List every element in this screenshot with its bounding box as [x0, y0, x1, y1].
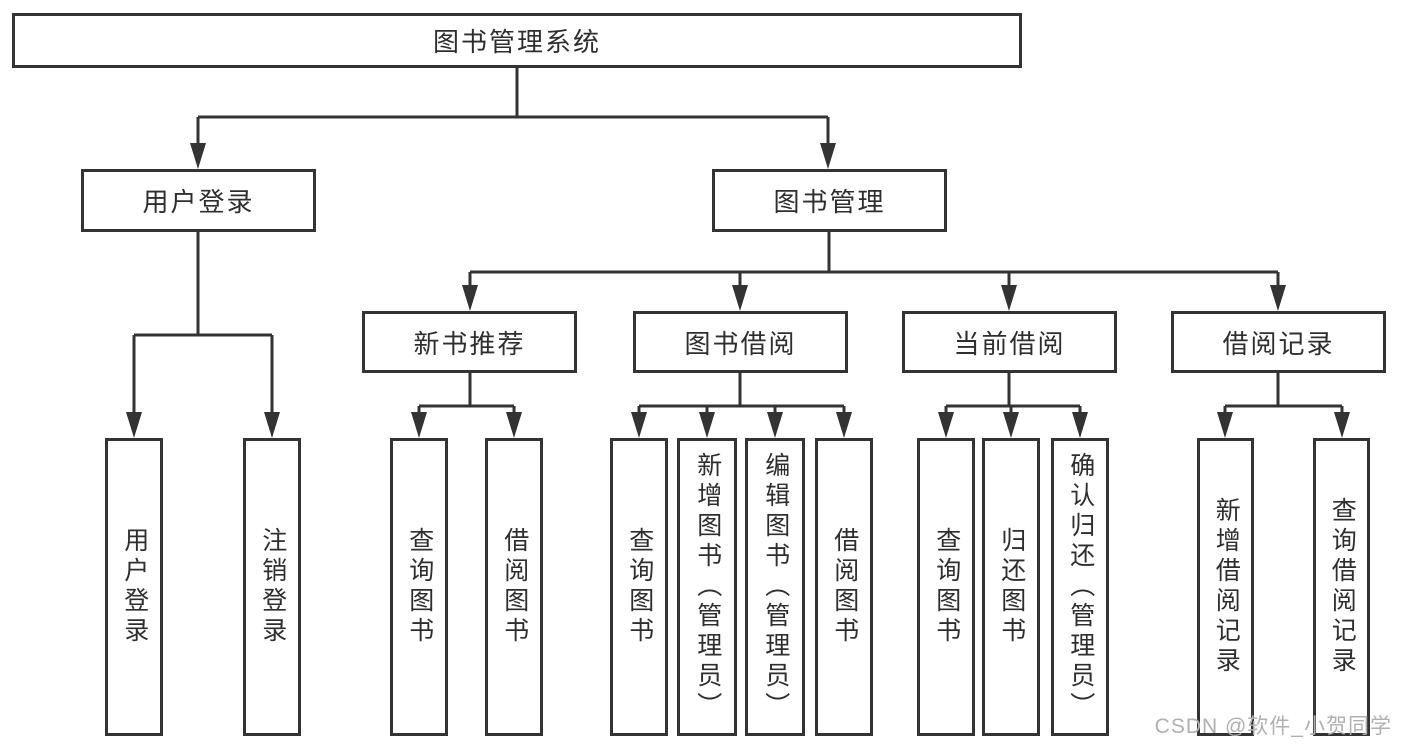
node-leaf-add-borrow-record: 新增借阅记录: [1197, 438, 1254, 736]
node-label: 借阅图书: [500, 527, 529, 647]
node-borrowing-records: 借阅记录: [1171, 311, 1386, 373]
node-label: 查询借阅记录: [1328, 497, 1357, 677]
node-leaf-borrow-books: 借阅图书: [815, 438, 873, 736]
node-leaf-query-books-recommend: 查询图书: [390, 438, 448, 736]
node-leaf-query-books-borrowing: 查询图书: [610, 438, 668, 736]
node-label: 新书推荐: [413, 328, 526, 359]
node-label: 图书管理系统: [432, 27, 601, 57]
node-label: 编辑图书（管理员）: [761, 452, 790, 722]
node-label: 借阅记录: [1222, 328, 1335, 359]
node-new-book-recommend: 新书推荐: [362, 311, 577, 373]
node-label: 查询图书: [405, 527, 434, 647]
node-label: 查询图书: [625, 527, 654, 647]
node-label: 用户登录: [120, 527, 149, 647]
node-user-login: 用户登录: [81, 169, 316, 232]
node-current-borrowing: 当前借阅: [902, 311, 1117, 373]
node-label: 确认归还（管理员）: [1066, 452, 1095, 722]
node-leaf-return-books: 归还图书: [982, 438, 1040, 736]
node-book-management: 图书管理: [712, 169, 947, 232]
node-label: 新增借阅记录: [1212, 497, 1241, 677]
node-leaf-edit-books-admin: 编辑图书（管理员）: [745, 438, 805, 736]
node-label: 新增图书（管理员）: [693, 452, 722, 722]
node-label: 图书管理: [773, 187, 886, 217]
node-label: 归还图书: [997, 527, 1026, 647]
node-leaf-borrow-books-recommend: 借阅图书: [485, 438, 543, 736]
node-label: 图书借阅: [684, 328, 797, 359]
node-label: 注销登录: [258, 527, 287, 647]
node-leaf-user-login: 用户登录: [105, 438, 163, 736]
node-leaf-add-books-admin: 新增图书（管理员）: [677, 438, 737, 736]
node-label: 借阅图书: [830, 527, 859, 647]
node-leaf-logout: 注销登录: [243, 438, 301, 736]
node-leaf-confirm-return-admin: 确认归还（管理员）: [1051, 438, 1109, 736]
node-book-borrowing: 图书借阅: [633, 311, 848, 373]
node-label: 用户登录: [142, 187, 255, 217]
csdn-watermark: CSDN @软件_小贺同学: [1154, 715, 1392, 738]
node-leaf-query-books-current: 查询图书: [917, 438, 975, 736]
node-label: 当前借阅: [953, 328, 1066, 359]
node-library-management-system: 图书管理系统: [12, 13, 1022, 68]
node-leaf-query-borrow-record: 查询借阅记录: [1313, 438, 1370, 736]
node-label: 查询图书: [932, 527, 961, 647]
